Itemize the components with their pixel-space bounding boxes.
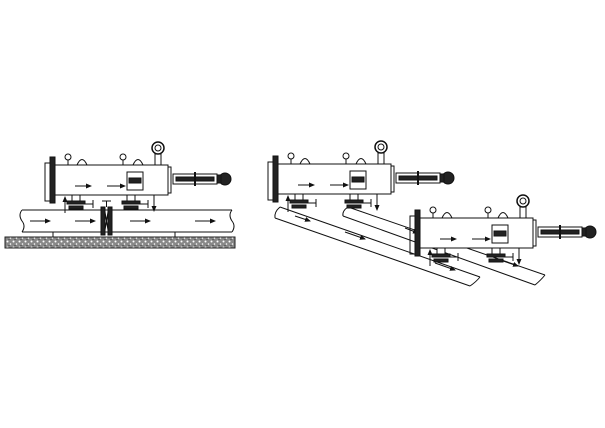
inclined-pipe-1	[274, 206, 481, 287]
bypass-valve	[100, 200, 113, 236]
self-cleaning-filter-lower	[410, 195, 596, 266]
main-pipe	[19, 209, 235, 237]
horizontal-installation	[4, 142, 236, 249]
self-cleaning-filter	[45, 142, 231, 213]
self-cleaning-filter-upper	[268, 141, 454, 212]
inclined-installation	[268, 141, 596, 287]
ground-slab	[4, 236, 236, 249]
